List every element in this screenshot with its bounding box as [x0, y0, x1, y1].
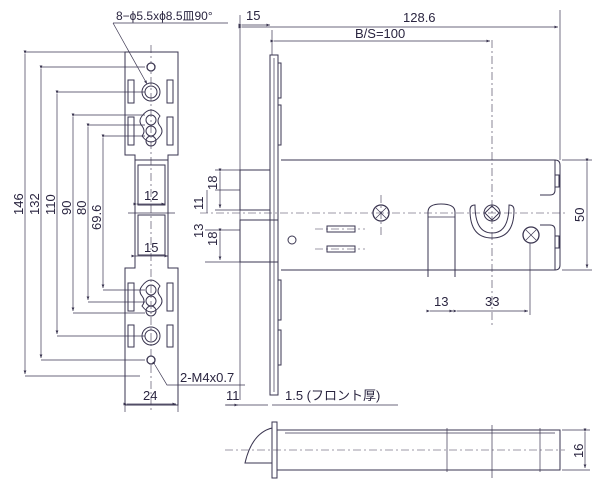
faceplate-view [124, 45, 179, 410]
dim-132: 132 [27, 193, 42, 215]
dim-slot-width: 13 [434, 294, 448, 309]
dim-80: 80 [74, 201, 89, 215]
front-thickness: 1.5 (フロント厚) [285, 388, 380, 403]
dim-13: 13 [191, 224, 206, 238]
tap-callout: 2-M4x0.7 [180, 370, 234, 385]
dim-146: 146 [11, 193, 26, 215]
dim-front-offset: 15 [246, 8, 260, 23]
dim-hub-offset: 33 [485, 294, 499, 309]
dim-case-height: 50 [572, 208, 587, 222]
hole-callout: 8−ϕ5.5xϕ8.5皿90° [116, 9, 213, 23]
dim-24: 24 [143, 388, 157, 403]
dim-backset: B/S=100 [355, 26, 405, 41]
dim-15-neck: 15 [144, 240, 158, 255]
tap-hole-bottom [146, 355, 156, 365]
tap-hole-top [146, 62, 156, 72]
dim-69-6: 69.6 [89, 205, 104, 230]
dim-18-b: 18 [205, 232, 220, 246]
dim-depth: 16 [571, 444, 586, 458]
lock-bottom-view [225, 421, 565, 479]
dim-overall-length: 128.6 [403, 10, 436, 25]
height-dimensions: 146 132 110 90 80 69.6 [11, 50, 145, 377]
dim-11: 11 [191, 197, 206, 211]
lock-side-view [200, 40, 565, 396]
dim-12: 12 [144, 188, 158, 203]
dim-18-a: 18 [205, 176, 220, 190]
dim-110: 110 [43, 194, 58, 215]
dim-90: 90 [59, 201, 74, 215]
dim-11-bottom: 11 [226, 388, 240, 403]
